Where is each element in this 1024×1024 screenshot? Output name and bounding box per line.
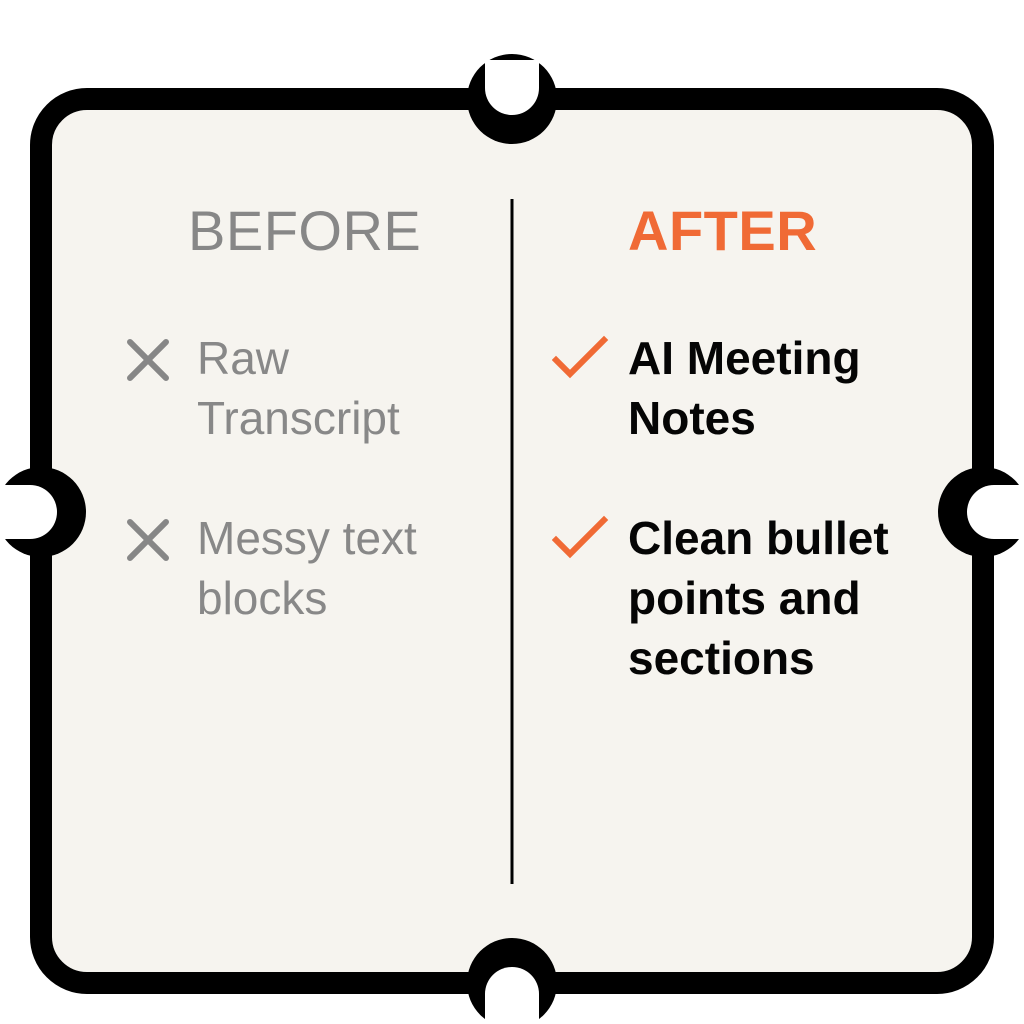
x-icon — [127, 339, 169, 381]
after-item-clean-bullet-points: Clean bullet points and sections — [552, 508, 889, 688]
x-icon — [127, 519, 169, 561]
before-item-raw-transcript: Raw Transcript — [124, 328, 400, 448]
check-icon — [552, 515, 609, 559]
item-label: Messy text blocks — [197, 512, 417, 624]
item-label: Clean bullet points and sections — [628, 512, 889, 684]
check-icon — [552, 335, 609, 379]
before-item-messy-text: Messy text blocks — [124, 508, 417, 628]
item-label: Raw Transcript — [197, 332, 400, 444]
before-heading: BEFORE — [188, 199, 422, 262]
after-item-ai-meeting-notes: AI Meeting Notes — [552, 328, 861, 448]
item-label: AI Meeting Notes — [628, 332, 861, 444]
after-heading: AFTER — [628, 199, 818, 262]
